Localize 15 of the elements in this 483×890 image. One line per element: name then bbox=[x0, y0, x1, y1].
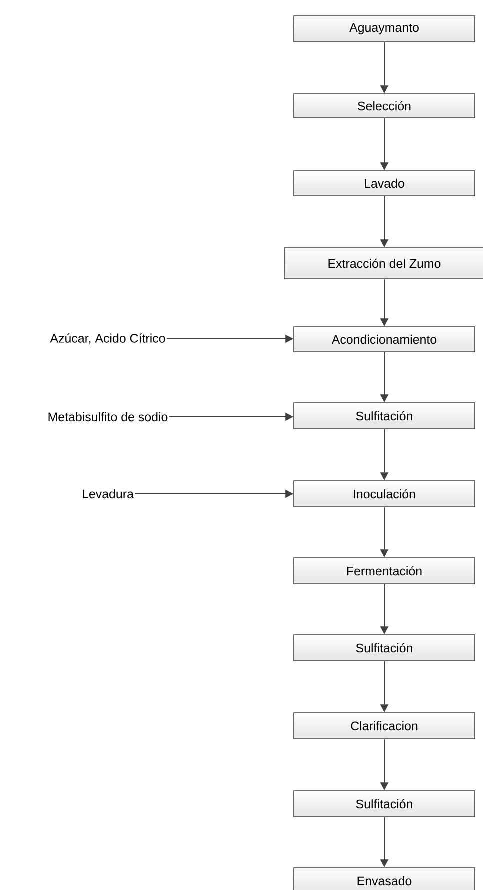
process-box: Aguaymanto bbox=[294, 16, 476, 42]
process-box: Sulfitación bbox=[294, 402, 476, 430]
process-box: Acondicionamiento bbox=[294, 326, 476, 352]
input-label: Azúcar, Acido Cítrico bbox=[50, 334, 166, 344]
input-label: Levadura bbox=[83, 489, 134, 499]
process-box: Sulfitación bbox=[294, 634, 476, 662]
process-box: Clarificacion bbox=[294, 712, 476, 740]
process-box: Fermentación bbox=[294, 558, 476, 584]
process-box: Extracción del Zumo bbox=[284, 248, 483, 280]
process-box: Envasado bbox=[294, 868, 476, 890]
input-label: Metabisulfito de sodio bbox=[48, 412, 168, 422]
process-box: Selección bbox=[294, 94, 476, 118]
process-box: Sulfitación bbox=[294, 790, 476, 818]
process-box: Lavado bbox=[294, 170, 476, 196]
process-box: Inoculación bbox=[294, 480, 476, 508]
